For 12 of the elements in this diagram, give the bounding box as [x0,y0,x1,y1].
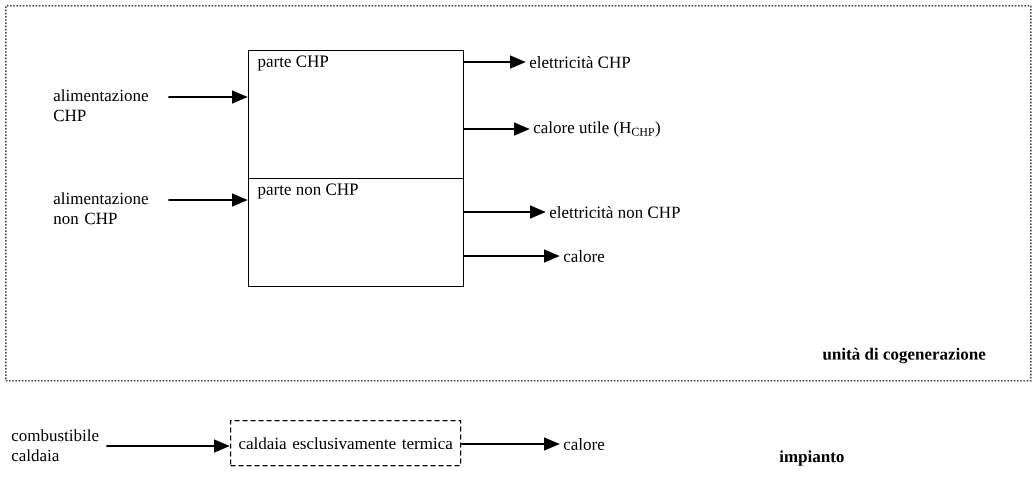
flow-label: elettricità CHP [529,56,631,68]
flow-label: calore [563,250,605,262]
flow-label: calore utile (H$_{CHP}$) [533,121,660,137]
flow-label: calore [563,438,605,450]
process-box: parte non CHP [248,178,464,287]
process-box: parte CHP [248,50,464,179]
boiler-box: caldaia esclusivamente termica [230,420,462,467]
region-label: impianto [779,450,844,466]
flow-label: alimentazione non CHP [53,192,148,225]
flow-label: combustibile caldaia [11,429,99,462]
flow-label: alimentazione CHP [53,89,148,122]
flow-label: elettricità non CHP [549,206,680,218]
